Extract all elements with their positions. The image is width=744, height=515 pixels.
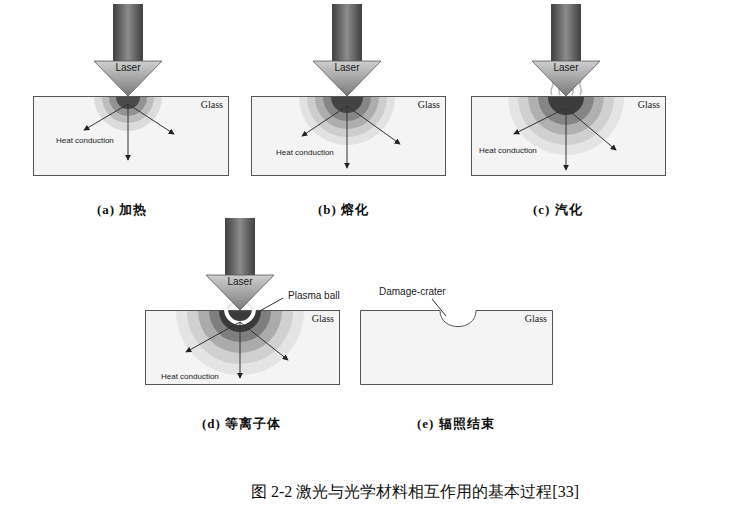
beam-label: Laser bbox=[553, 62, 578, 74]
glass-slab bbox=[34, 97, 229, 176]
glass-sample: GlassHeat conduction bbox=[251, 96, 446, 176]
laser-beam: Laser bbox=[313, 4, 381, 96]
beam-label: Laser bbox=[227, 276, 252, 288]
heat-arrow bbox=[128, 104, 174, 134]
material-label: Glass bbox=[312, 313, 334, 325]
glass-slab bbox=[472, 97, 666, 176]
material-label: Glass bbox=[201, 99, 223, 111]
heat-arrow bbox=[128, 104, 129, 160]
heat-arrow bbox=[347, 106, 400, 144]
material-label: Glass bbox=[418, 99, 440, 111]
callout-label: Plasma ball bbox=[287, 290, 341, 302]
process-label: Heat conduction bbox=[275, 148, 335, 158]
plasma-ball bbox=[226, 309, 254, 323]
glass-slab bbox=[361, 311, 553, 385]
laser-arrow-shape bbox=[94, 4, 162, 96]
laser-arrow-shape bbox=[532, 4, 600, 96]
panel-caption: (e) 辐照结束 bbox=[417, 416, 495, 432]
process-label: Heat conduction bbox=[160, 372, 220, 382]
panel-caption: (a) 加热 bbox=[97, 202, 147, 218]
label-slot: (c) 汽化 bbox=[533, 202, 583, 218]
laser-head bbox=[532, 61, 600, 96]
glass-slab bbox=[252, 97, 446, 176]
beam-label: Laser bbox=[115, 62, 140, 74]
label-slot: (e) 辐照结束 bbox=[417, 416, 495, 432]
figure-caption: 图 2-2 激光与光学材料相互作用的基本过程[33] bbox=[251, 482, 579, 502]
laser-beam: Laser bbox=[532, 4, 600, 96]
label-slot: Damage-crater bbox=[378, 286, 447, 298]
heat-arrow bbox=[240, 322, 288, 360]
label-slot: (d) 等离子体 bbox=[202, 416, 281, 432]
heat-arrow bbox=[186, 322, 240, 352]
heat-arrow bbox=[84, 104, 128, 130]
glass-sample: GlassHeat conduction bbox=[33, 96, 229, 176]
panel-caption: (c) 汽化 bbox=[533, 202, 583, 218]
laser-beam: Laser bbox=[94, 4, 162, 96]
heat-arrow bbox=[514, 108, 566, 134]
leader-line bbox=[258, 298, 283, 312]
laser-head bbox=[313, 61, 381, 96]
laser-arrow-shape bbox=[206, 218, 274, 310]
panel-caption: (d) 等离子体 bbox=[202, 416, 281, 432]
laser-shaft bbox=[225, 218, 255, 276]
callout-label: Damage-crater bbox=[378, 286, 447, 298]
heat-arrow bbox=[566, 108, 567, 170]
process-label: Heat conduction bbox=[478, 146, 538, 156]
material-label: Glass bbox=[638, 99, 660, 111]
glass-sample: Glass bbox=[360, 310, 553, 385]
glass-sample: GlassHeat conduction bbox=[471, 96, 666, 176]
label-slot: (b) 熔化 bbox=[318, 202, 369, 218]
beam-label: Laser bbox=[334, 62, 359, 74]
heat-arrow bbox=[302, 106, 347, 136]
panel-caption: (b) 熔化 bbox=[318, 202, 369, 218]
glass-sample: GlassHeat conduction bbox=[145, 310, 340, 385]
laser-head bbox=[206, 275, 274, 310]
process-label: Heat conduction bbox=[55, 136, 115, 146]
leader-line bbox=[432, 299, 446, 316]
caption-slot: 图 2-2 激光与光学材料相互作用的基本过程[33] bbox=[251, 482, 579, 502]
laser-beam: Laser bbox=[206, 218, 274, 310]
label-slot: (a) 加热 bbox=[97, 202, 147, 218]
label-slot: Plasma ball bbox=[287, 290, 341, 302]
heat-arrow bbox=[347, 106, 348, 168]
material-label: Glass bbox=[525, 313, 547, 325]
heat-arrow bbox=[240, 322, 241, 378]
laser-head bbox=[94, 61, 162, 96]
laser-shaft bbox=[332, 4, 362, 62]
laser-shaft bbox=[113, 4, 143, 62]
laser-arrow-shape bbox=[313, 4, 381, 96]
heat-arrow bbox=[566, 108, 616, 150]
laser-shaft bbox=[551, 4, 581, 62]
